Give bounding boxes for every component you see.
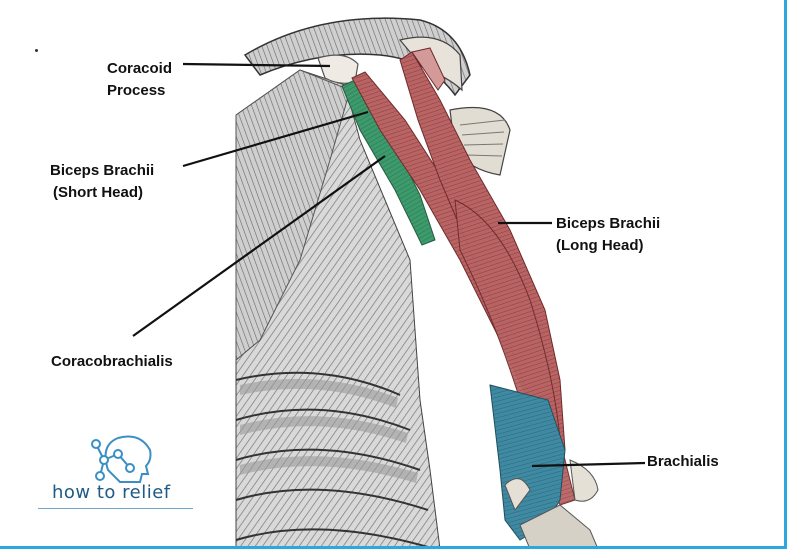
biceps-long-tendon — [411, 47, 446, 91]
label-short-head-line2: (Short Head) — [53, 184, 143, 201]
forearm-stub — [519, 504, 598, 546]
label-coracoid-process: Coracoid Process — [107, 58, 172, 102]
leader-coracoid — [182, 62, 331, 68]
leader-brachialis — [531, 461, 646, 468]
logo-underline — [38, 508, 193, 509]
ribs — [235, 371, 429, 546]
stray-dot — [35, 49, 38, 52]
leader-short-head — [182, 110, 369, 168]
logo-text: how to relief — [52, 482, 171, 503]
label-long-head-line2: (Long Head) — [556, 237, 644, 254]
label-brachialis: Brachialis — [647, 453, 719, 470]
label-biceps-long-head: Biceps Brachii (Long Head) — [556, 213, 660, 257]
label-biceps-short-head: Biceps Brachii (Short Head) — [50, 160, 154, 204]
label-long-head-line1: Biceps Brachii — [556, 215, 661, 232]
tendon-fibers — [459, 119, 506, 157]
leader-lines — [132, 62, 646, 468]
head-network-icon — [91, 435, 152, 483]
label-coracoid-line2: Process — [107, 82, 166, 99]
elbow-bone — [504, 478, 531, 512]
rib-shading — [240, 378, 418, 483]
leader-coracobrachialis — [132, 155, 386, 337]
label-short-head-line1: Biceps Brachii — [50, 162, 155, 179]
label-coracobrachialis: Coracobrachialis — [51, 353, 173, 370]
label-coracoid-line1: Coracoid — [107, 60, 173, 77]
epicondyle — [569, 459, 599, 502]
